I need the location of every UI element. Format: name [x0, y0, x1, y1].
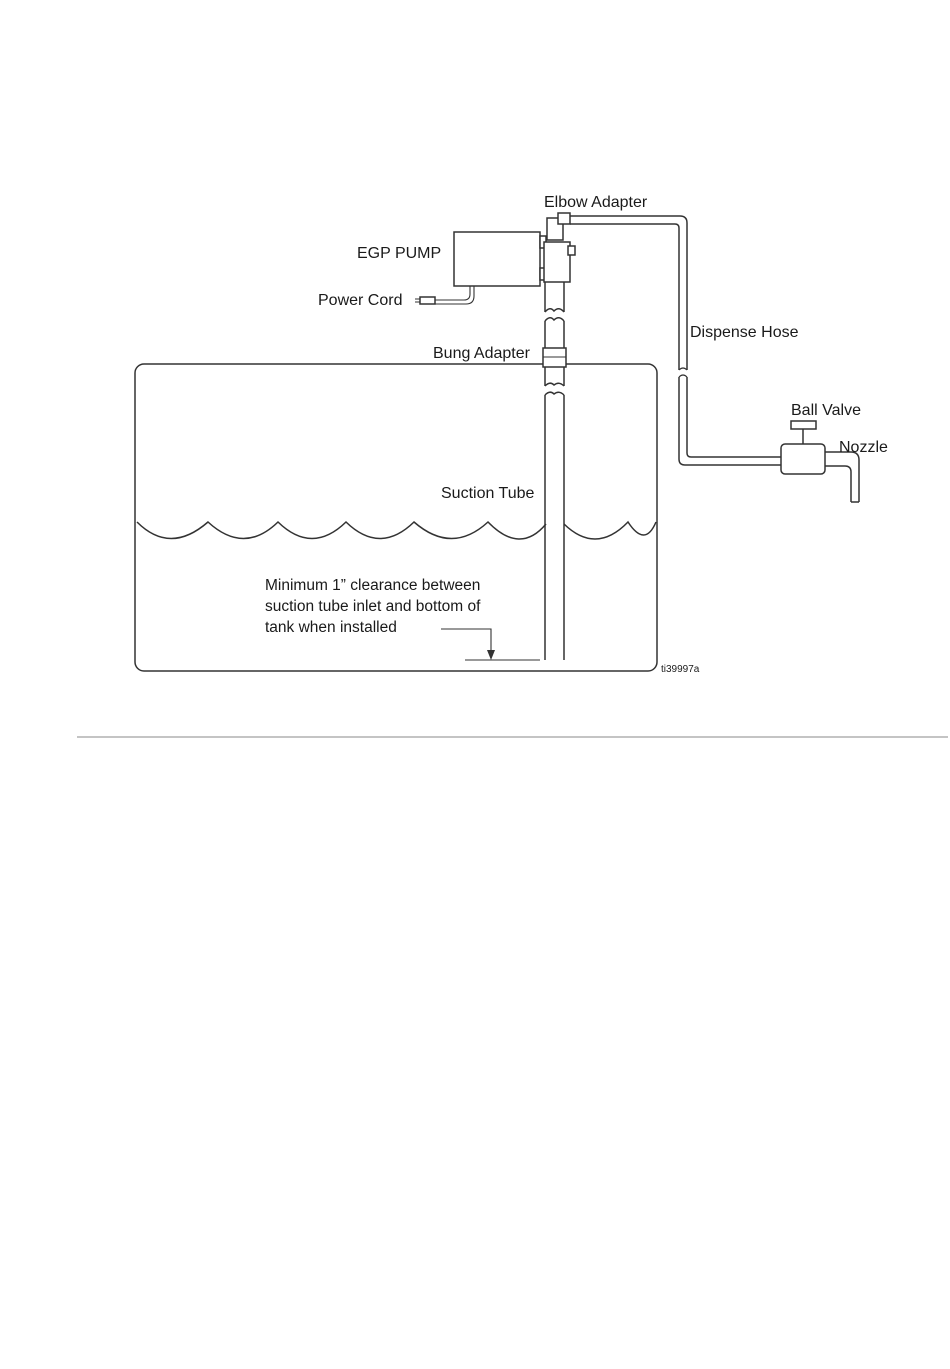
elbow-adapter [547, 213, 570, 240]
power-cord [415, 286, 474, 304]
egp-pump-label: EGP PUMP [357, 245, 441, 262]
bung-adapter [543, 318, 566, 386]
clearance-note-line2: suction tube inlet and bottom of [265, 598, 481, 615]
clearance-note-line1: Minimum 1” clearance between [265, 577, 480, 594]
nozzle-label: Nozzle [839, 439, 888, 456]
clearance-indicator [441, 629, 540, 660]
clearance-note-line3: tank when installed [265, 619, 397, 636]
suction-tube-label: Suction Tube [441, 485, 535, 502]
nozzle [825, 452, 859, 502]
liquid-surface [137, 522, 656, 539]
pump-tube [545, 282, 564, 312]
figure-reference: ti39997a [661, 664, 700, 675]
ball-valve-label: Ball Valve [791, 402, 861, 419]
dispense-hose-label: Dispense Hose [690, 324, 799, 341]
elbow-adapter-label: Elbow Adapter [544, 194, 648, 211]
power-cord-label: Power Cord [318, 292, 402, 309]
suction-tube [545, 392, 564, 660]
bung-adapter-label: Bung Adapter [433, 345, 531, 362]
ball-valve [781, 421, 825, 474]
